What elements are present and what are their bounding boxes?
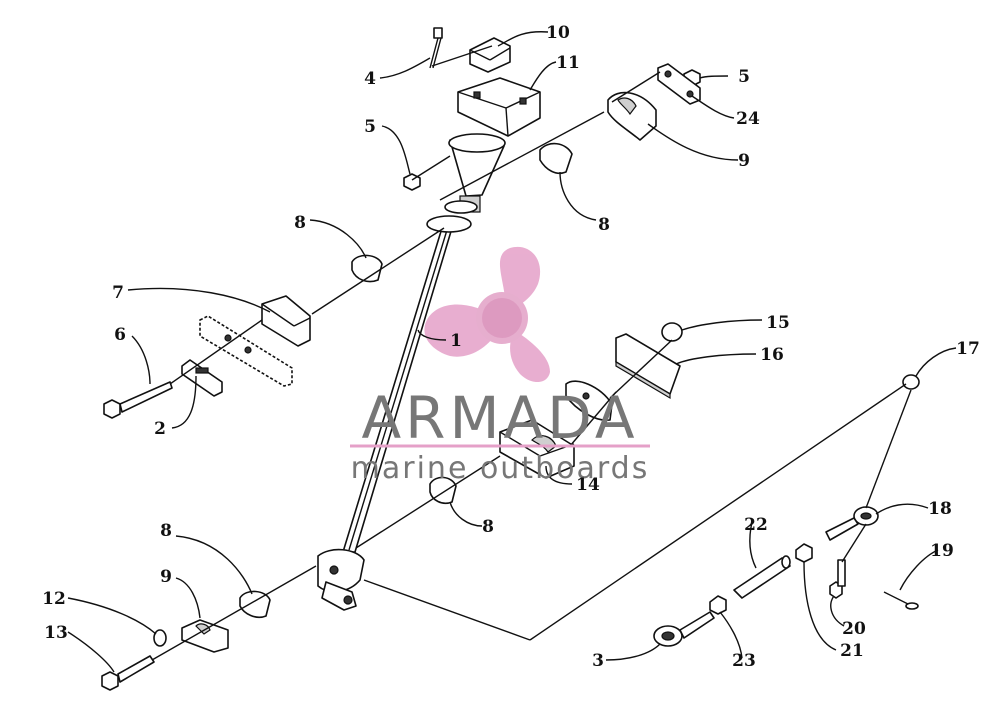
callout-19: 19 xyxy=(930,541,954,561)
nut-17 xyxy=(902,374,920,390)
nut-23 xyxy=(709,595,727,615)
bolt-6 xyxy=(103,381,173,419)
callout-5-right: 5 xyxy=(738,67,750,87)
leader-lines xyxy=(67,31,957,673)
callout-4: 4 xyxy=(364,69,376,89)
bracket-7 xyxy=(261,295,311,347)
callout-20: 20 xyxy=(842,619,866,639)
callout-14: 14 xyxy=(576,475,600,495)
pad-16 xyxy=(615,333,681,400)
callout-12: 12 xyxy=(42,589,66,609)
bushing-8-lower xyxy=(239,590,271,619)
callout-23: 23 xyxy=(732,651,756,671)
callout-10: 10 xyxy=(546,23,570,43)
callout-13: 13 xyxy=(44,623,68,643)
callout-9-lower: 9 xyxy=(160,567,172,587)
plate-long xyxy=(199,315,293,387)
callout-22: 22 xyxy=(744,515,768,535)
washer-12 xyxy=(153,629,167,647)
callout-1: 1 xyxy=(450,331,462,351)
upper-clamp-11 xyxy=(457,77,541,137)
assembly-lines xyxy=(151,45,912,661)
callout-11: 11 xyxy=(556,53,580,73)
callout-8-left: 8 xyxy=(294,213,306,233)
nut-15 xyxy=(661,322,683,342)
callout-8-lower: 8 xyxy=(160,521,172,541)
callout-7: 7 xyxy=(112,283,124,303)
bolt-13 xyxy=(101,655,155,691)
callout-6: 6 xyxy=(114,325,126,345)
callout-15: 15 xyxy=(766,313,790,333)
nut-21 xyxy=(795,543,813,563)
callout-21: 21 xyxy=(840,641,864,661)
callout-3: 3 xyxy=(592,651,604,671)
callout-5-left: 5 xyxy=(364,117,376,137)
bushing-8-left xyxy=(351,254,383,283)
callout-17: 17 xyxy=(956,339,980,359)
callout-8-middle: 8 xyxy=(482,517,494,537)
armada-logo-icon xyxy=(424,246,550,383)
steering-shaft xyxy=(317,133,506,611)
rod-end-3 xyxy=(653,611,715,647)
callout-24: 24 xyxy=(736,109,760,129)
rod-end-18 xyxy=(825,506,879,541)
callout-2: 2 xyxy=(154,419,166,439)
bolt-20 xyxy=(829,559,846,599)
clamp-14 xyxy=(499,419,575,479)
clamp-9-lower xyxy=(181,619,229,653)
callout-18: 18 xyxy=(928,499,952,519)
sleeve-22 xyxy=(733,555,791,599)
plate-2 xyxy=(181,359,223,397)
cotter-pin-19 xyxy=(883,591,919,610)
callout-9-upper: 9 xyxy=(738,151,750,171)
callout-16: 16 xyxy=(760,345,784,365)
watermark-tagline: marine outboards xyxy=(351,451,650,486)
clamp-9-upper xyxy=(607,91,657,141)
plate-24 xyxy=(657,63,701,105)
callout-8-upper-right: 8 xyxy=(598,215,610,235)
watermark-brand: ARMADA xyxy=(361,384,638,452)
bushing-8-upper-right xyxy=(539,142,573,175)
bolt-4 xyxy=(429,27,443,69)
